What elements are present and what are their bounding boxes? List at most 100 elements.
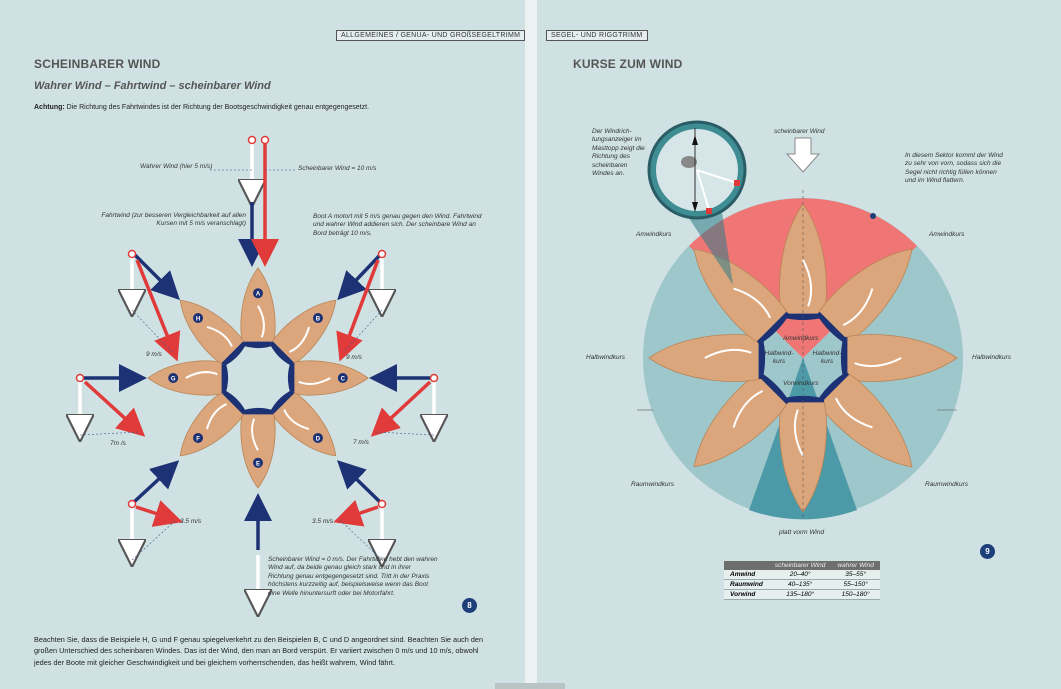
label-halbwind-left: Halbwindkurs	[586, 354, 626, 361]
vector-origin-a	[247, 135, 257, 145]
label-fahrtwind: Fahrtwind (zur besseren Vergleichbarkeit…	[101, 212, 246, 228]
label-vorwind-center: Vorwindkurs	[783, 380, 819, 387]
boat-badge	[253, 457, 263, 468]
boat-sail	[251, 418, 259, 451]
table-header-apparent: scheinbarer Wind	[768, 561, 832, 570]
boat-sail	[802, 259, 813, 307]
wind-vane-tip-b	[706, 208, 712, 214]
label-halbwind-center-left: Halbwind-kurs	[764, 350, 794, 366]
vector-origin-a2	[260, 135, 270, 145]
boat-badge	[312, 313, 323, 324]
guide-f	[131, 519, 177, 561]
boat-sail	[298, 377, 331, 385]
boat-badge	[337, 373, 348, 383]
label-halbwind-center-right: Halbwind-kurs	[812, 350, 842, 366]
table-cell: 135–180°	[768, 589, 832, 600]
vector-boat-h	[133, 253, 180, 300]
page-number-right: 9	[980, 544, 995, 559]
boat-stern	[242, 407, 274, 415]
table-cell: Vorwind	[724, 589, 769, 600]
boat-c: C	[287, 360, 369, 396]
label-halbwind-right: Halbwindkurs	[972, 354, 1012, 361]
boat-hull	[292, 360, 369, 396]
label-wahrer-wind: Wahrer Wind (hier 5 m/s)	[140, 163, 213, 170]
vector-boat-d	[336, 460, 382, 504]
boat-sail	[283, 409, 310, 431]
indicator-arrow-top-icon	[692, 135, 698, 145]
boat-letter: A	[256, 292, 261, 298]
label-boot-e: Scheinbarer Wind = 0 m/s. Der Fahrtwind …	[268, 556, 438, 597]
boat-letter: F	[196, 436, 200, 442]
table-cell: 35–55°	[831, 570, 880, 580]
achtung-label: Achtung:	[34, 104, 65, 111]
wind-vane-tip-a	[734, 180, 740, 186]
boat-badge	[193, 432, 204, 443]
vector-boat-f	[132, 460, 180, 504]
table-header-true: wahrer Wind	[831, 561, 880, 570]
page-subtitle: Wahrer Wind – Fahrtwind – scheinbarer Wi…	[34, 80, 271, 92]
table-cell: 150–180°	[831, 589, 880, 600]
boat-sail	[289, 326, 311, 353]
guide-c	[375, 431, 435, 436]
vector-origin-f	[127, 499, 137, 509]
table-cell: 55–150°	[831, 579, 880, 590]
label-amwind-center: Amwindkurs	[783, 335, 819, 342]
boat-letter: B	[316, 317, 321, 323]
sector-note: In diesem Sektor kommt der Wind zu sehr …	[905, 152, 1003, 185]
boat-badge	[253, 288, 263, 299]
vector-apparent-b	[336, 259, 380, 362]
header-right: SEGEL- UND RIGGTRIMM	[546, 30, 648, 41]
table-cell: 20–40°	[768, 570, 832, 580]
boat-h: H	[179, 299, 247, 367]
boat-e: E	[240, 407, 276, 489]
boat-stern	[287, 362, 295, 394]
masthead-dial-cap	[681, 156, 697, 168]
table-row: Amwind 20–40° 35–55°	[724, 570, 880, 580]
vector-boat-b	[337, 253, 382, 301]
table-row: Raumwind 40–135° 55–150°	[724, 579, 880, 590]
wind-angle-table: scheinbarer Wind wahrer Wind Amwind 20–4…	[724, 561, 880, 600]
boat-stern	[242, 341, 274, 349]
vector-apparent-c	[370, 380, 432, 437]
points-of-sail-diagram	[637, 120, 963, 520]
boat-sail	[854, 357, 902, 368]
boat-letter: G	[171, 377, 176, 383]
table-row: Vorwind 135–180° 150–180°	[724, 589, 880, 600]
label-scheinbarer-wind: Scheinbarer Wind = 10 m/s	[298, 165, 377, 172]
vector-origin-b	[377, 249, 387, 259]
table-header-empty	[724, 561, 769, 570]
page-title-left: SCHEINBARER WIND	[34, 57, 161, 71]
label-amwind-right: Amwindkurs	[929, 231, 965, 238]
label-speed-f: 3.5 m/s	[180, 518, 202, 525]
boat-stern	[756, 311, 790, 345]
boat-sail	[834, 397, 873, 429]
vector-origin-d	[377, 499, 387, 509]
vector-origin-c	[429, 373, 439, 383]
boat-sail	[842, 288, 874, 327]
vector-origin-h	[127, 249, 137, 259]
wind-vane-arm-a	[696, 169, 738, 184]
label-speed-g: 7m /s	[110, 440, 126, 447]
guide-g	[79, 431, 141, 436]
wind-arrow-icon	[785, 137, 821, 173]
label-speed-d: 3.5 m/s	[312, 518, 334, 525]
vector-apparent-d	[333, 499, 379, 527]
sector-marker	[870, 213, 876, 219]
table-cell: Amwind	[724, 570, 769, 580]
boat-hull	[240, 412, 276, 489]
page-gutter	[525, 0, 537, 689]
left-body-text: Beachten Sie, dass die Beispiele H, G un…	[34, 635, 484, 667]
page-footer-tab	[495, 683, 565, 689]
label-speed-h: 9 m/s	[146, 351, 162, 358]
boat-badge	[168, 373, 179, 383]
label-platt: platt vorm Wind	[779, 529, 825, 536]
boat-sail	[257, 305, 265, 338]
boat-letter: E	[256, 461, 260, 467]
boat-f: F	[179, 389, 247, 457]
windrichtung-text: Der Windrich-tungsanzeiger im Masttopp z…	[592, 128, 645, 178]
guide-b	[343, 309, 383, 353]
table-cell: 40–135°	[768, 579, 832, 590]
boat-hull	[240, 267, 276, 344]
label-speed-b: 9 m/s	[346, 354, 362, 361]
